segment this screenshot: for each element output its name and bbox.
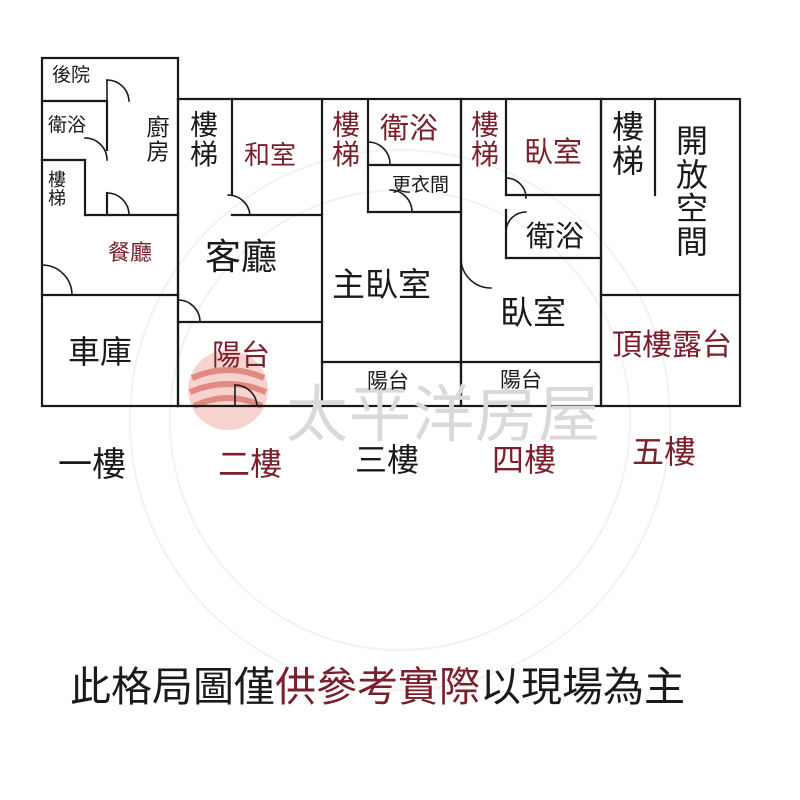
f2-living-room-label: 客廳 <box>205 237 278 278</box>
watermark-text: 太平洋房屋 <box>286 378 602 451</box>
floor-name-1: 一樓 <box>58 445 126 485</box>
f1-stairs-label: 樓梯 <box>45 170 66 208</box>
f1-bathroom-label: 衛浴 <box>48 114 87 136</box>
walls <box>40 56 742 408</box>
f1-backyard-label: 後院 <box>52 64 91 86</box>
f1-dining-label: 餐廳 <box>108 241 153 266</box>
f5-stairs-label: 樓梯 <box>607 110 645 178</box>
f5-roof-terrace-label: 頂樓露台 <box>612 328 732 363</box>
f5-open-space-label: 開放空間 <box>671 124 709 259</box>
f3-balcony-label: 陽台 <box>367 369 409 393</box>
floor-name-2: 二樓 <box>218 445 283 483</box>
f3-stairs-label: 樓梯 <box>328 110 361 169</box>
f4-bedroom-top-label: 臥室 <box>524 135 583 169</box>
floor-name-5: 五樓 <box>632 433 697 471</box>
f4-stairs-label: 樓梯 <box>467 110 500 169</box>
f4-bedroom-bottom-label: 臥室 <box>500 293 566 332</box>
f1-garage-label: 車庫 <box>68 333 133 371</box>
disclaimer-part-1: 此格局圖僅 <box>70 663 275 711</box>
watermark-logo <box>188 350 268 430</box>
disclaimer-part-3: 以現場為主 <box>480 663 685 711</box>
f4-balcony-label: 陽台 <box>500 368 542 392</box>
f1-kitchen-label: 廚房 <box>142 115 168 164</box>
floor-name-4: 四樓 <box>492 441 557 479</box>
f2-balcony-label: 陽台 <box>212 338 271 372</box>
watermark-circles <box>129 149 671 691</box>
f3-closet-label: 更衣間 <box>392 174 450 196</box>
disclaimer-part-2: 供參考實際 <box>275 663 480 711</box>
f4-bathroom-label: 衛浴 <box>526 219 585 253</box>
f2-stairs-label: 樓梯 <box>186 110 219 169</box>
disclaimer-text: 此格局圖僅供參考實際以現場為主 <box>70 667 685 708</box>
f3-bathroom-label: 衛浴 <box>380 111 439 145</box>
f3-master-bedroom-label: 主臥室 <box>332 265 431 304</box>
floor-name-3: 三樓 <box>355 441 420 479</box>
f2-japanese-room-label: 和室 <box>244 141 297 171</box>
